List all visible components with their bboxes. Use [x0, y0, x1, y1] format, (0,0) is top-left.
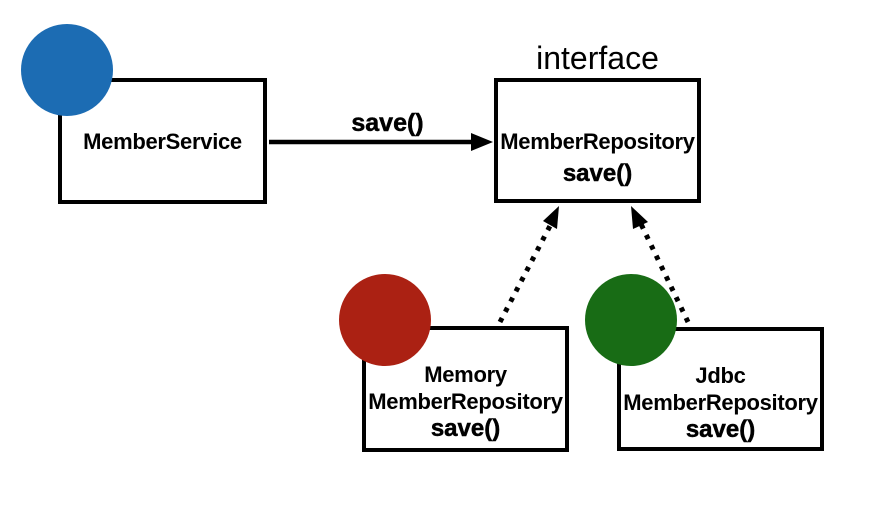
jdbc-member-repository-label-line1: Jdbc [695, 363, 746, 388]
jdbc-member-repository-method-label: save() [685, 416, 756, 444]
memory-member-repository-label-line1: Memory [424, 362, 507, 387]
memory-implements-arrow-line [497, 222, 554, 324]
memory-member-repository-method-label: save() [430, 415, 501, 443]
interface-stereotype-label: interface [536, 40, 659, 76]
member-service-label: MemberService [83, 128, 242, 154]
save-dependency-arrowhead [471, 133, 493, 151]
jdbc-member-repository-box: Jdbc MemberRepository save() [617, 327, 824, 451]
memory-implements-arrowhead [543, 206, 559, 229]
jdbc-member-repository-label-line2: MemberRepository [623, 390, 818, 415]
memory-member-repository-marker-circle [339, 274, 431, 366]
save-arrow-label: save() [351, 109, 424, 138]
member-repository-interface-box: MemberRepository save() [494, 78, 701, 203]
jdbc-member-repository-marker-circle [585, 274, 677, 366]
jdbc-implements-arrowhead [631, 206, 648, 229]
member-repository-method-label: save() [562, 160, 633, 188]
memory-member-repository-label-line2: MemberRepository [368, 389, 563, 414]
member-repository-label: MemberRepository [500, 129, 695, 154]
member-service-marker-circle [21, 24, 113, 116]
